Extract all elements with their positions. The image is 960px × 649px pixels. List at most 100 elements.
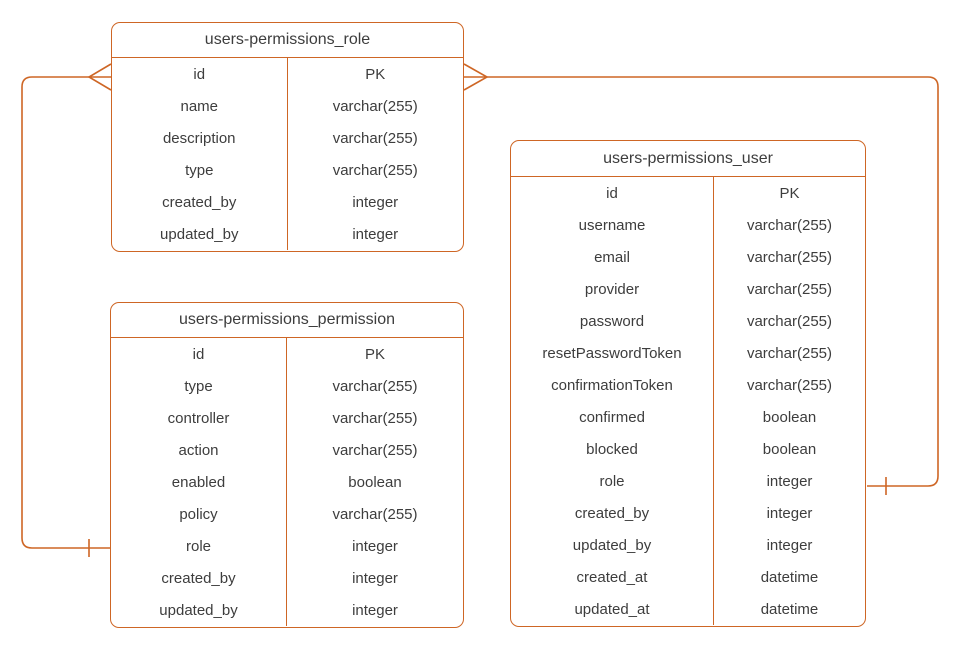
table-row: description varchar(255) [112, 122, 463, 154]
field-type: integer [766, 536, 813, 554]
field-type: integer [352, 569, 398, 587]
field-name: type [112, 154, 288, 186]
field-name: controller [111, 402, 287, 434]
field-name: updated_at [511, 593, 714, 625]
table-row: confirmed boolean [511, 401, 865, 433]
table-row: role integer [511, 465, 865, 497]
field-type: varchar(255) [746, 248, 833, 266]
field-type: integer [766, 504, 813, 522]
field-type: boolean [762, 408, 817, 426]
field-type: integer [352, 601, 398, 619]
field-type: boolean [762, 440, 817, 458]
field-name: name [112, 90, 288, 122]
table-row: updated_by integer [111, 594, 463, 626]
field-name: blocked [511, 433, 714, 465]
field-name: provider [511, 273, 714, 305]
table-row: confirmationToken varchar(255) [511, 369, 865, 401]
field-name: id [111, 338, 287, 370]
field-type: varchar(255) [746, 312, 833, 330]
table-row: type varchar(255) [112, 154, 463, 186]
field-name: created_by [111, 562, 287, 594]
field-name: enabled [111, 466, 287, 498]
field-name: created_by [112, 186, 288, 218]
field-type: integer [766, 472, 813, 490]
table-rows: id PK username varchar(255) email varcha… [511, 177, 865, 625]
field-name: password [511, 305, 714, 337]
table-row: username varchar(255) [511, 209, 865, 241]
field-name: confirmed [511, 401, 714, 433]
relationship-line [21, 76, 111, 549]
table-rows: id PK type varchar(255) controller varch… [111, 338, 463, 626]
table-row: id PK [511, 177, 865, 209]
entity-table-users-permissions-user[interactable]: users-permissions_user id PK username va… [510, 140, 866, 627]
field-type: varchar(255) [332, 161, 418, 179]
entity-table-users-permissions-permission[interactable]: users-permissions_permission id PK type … [110, 302, 464, 628]
table-row: created_by integer [111, 562, 463, 594]
field-name: updated_by [112, 218, 288, 250]
field-name: resetPasswordToken [511, 337, 714, 369]
table-row: role integer [111, 530, 463, 562]
field-name: username [511, 209, 714, 241]
field-name: role [511, 465, 714, 497]
table-row: created_by integer [112, 186, 463, 218]
field-name: confirmationToken [511, 369, 714, 401]
table-row: type varchar(255) [111, 370, 463, 402]
field-name: role [111, 530, 287, 562]
field-type: varchar(255) [746, 376, 833, 394]
field-name: policy [111, 498, 287, 530]
table-row: name varchar(255) [112, 90, 463, 122]
field-type: varchar(255) [332, 97, 418, 115]
field-name: updated_by [111, 594, 287, 626]
table-row: updated_by integer [112, 218, 463, 250]
field-type: varchar(255) [332, 441, 418, 459]
field-name: id [112, 58, 288, 90]
field-type: integer [352, 537, 398, 555]
field-type: varchar(255) [746, 344, 833, 362]
table-row: policy varchar(255) [111, 498, 463, 530]
field-name: id [511, 177, 714, 209]
table-row: action varchar(255) [111, 434, 463, 466]
field-type: PK [365, 65, 386, 83]
field-name: type [111, 370, 287, 402]
table-title: users-permissions_user [511, 141, 865, 177]
table-title: users-permissions_permission [111, 303, 463, 338]
field-type: varchar(255) [332, 409, 418, 427]
table-rows: id PK name varchar(255) description varc… [112, 58, 463, 250]
field-type: varchar(255) [332, 377, 418, 395]
entity-table-users-permissions-role[interactable]: users-permissions_role id PK name varcha… [111, 22, 464, 252]
field-type: varchar(255) [332, 129, 418, 147]
relationship-line [464, 76, 939, 487]
table-row: blocked boolean [511, 433, 865, 465]
field-type: varchar(255) [332, 505, 418, 523]
table-row: resetPasswordToken varchar(255) [511, 337, 865, 369]
table-row: password varchar(255) [511, 305, 865, 337]
table-title: users-permissions_role [112, 23, 463, 58]
table-row: controller varchar(255) [111, 402, 463, 434]
field-type: integer [352, 193, 399, 211]
table-row: id PK [112, 58, 463, 90]
relationship-role-user[interactable] [463, 63, 939, 495]
field-name: action [111, 434, 287, 466]
relationship-role-permission[interactable] [21, 63, 112, 557]
field-type: datetime [760, 568, 819, 586]
table-row: updated_at datetime [511, 593, 865, 625]
table-row: created_at datetime [511, 561, 865, 593]
field-name: created_by [511, 497, 714, 529]
field-type: datetime [760, 600, 819, 618]
field-name: updated_by [511, 529, 714, 561]
table-row: enabled boolean [111, 466, 463, 498]
table-row: provider varchar(255) [511, 273, 865, 305]
field-type: boolean [348, 473, 402, 491]
crow-foot-many-icon [87, 63, 112, 91]
field-name: created_at [511, 561, 714, 593]
crow-foot-many-icon [463, 63, 489, 91]
table-row: id PK [111, 338, 463, 370]
field-type: varchar(255) [746, 280, 833, 298]
field-name: email [511, 241, 714, 273]
field-type: PK [364, 345, 385, 363]
field-type: varchar(255) [746, 216, 833, 234]
table-row: created_by integer [511, 497, 865, 529]
field-type: PK [779, 184, 800, 202]
